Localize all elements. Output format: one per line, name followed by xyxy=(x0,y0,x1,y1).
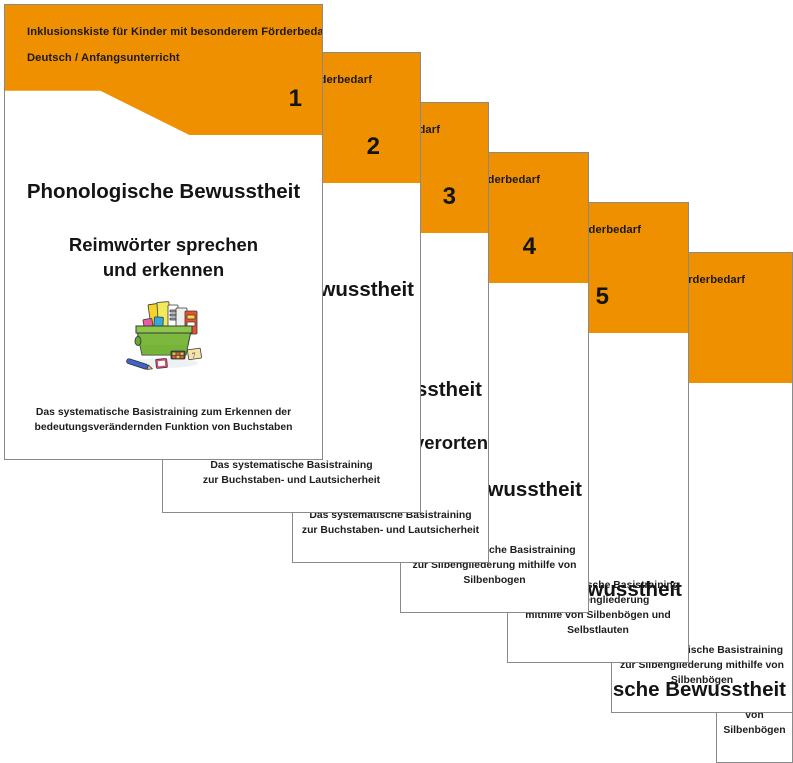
inklusionskiste-crate-illustration: 7 xyxy=(114,293,214,379)
card-5-footer-line2: mithilfe von Silbenbögen und Selbstlaute… xyxy=(525,609,671,636)
svg-text:7: 7 xyxy=(191,351,196,360)
card-4-footer-line1: Das systematische Basistraining xyxy=(413,544,576,556)
card-5-number: 5 xyxy=(595,283,609,310)
card-6-footer-line1: Das systematische Basistraining xyxy=(620,644,784,656)
card-4-footer-line2: zur Silbengliederung mithilfe von Silben… xyxy=(412,559,577,586)
card-4-footer: Das systematische Basistraining zur Silb… xyxy=(401,543,588,588)
card-2-footer: Das systematische Basistraining zur Buch… xyxy=(163,458,420,488)
card-1-subtitle: Reimwörter sprechen und erkennen xyxy=(5,233,322,283)
card-1-title: Phonologische Bewusstheit xyxy=(26,180,301,203)
card-3-footer-line2: zur Buchstaben- und Lautsicherheit xyxy=(301,524,480,536)
card-1-footer: Das systematische Basistraining zum Erke… xyxy=(5,405,322,435)
cover-card-1[interactable]: Inklusionskiste für Kinder mit besondere… xyxy=(4,4,323,460)
card-3-number: 3 xyxy=(442,183,456,210)
card-6-title: Phonologische Bewusstheit xyxy=(612,678,786,701)
card-4-number: 4 xyxy=(522,233,536,260)
card-1-series-text: Inklusionskiste für Kinder mit besondere… xyxy=(27,19,323,71)
card-3-footer-line1: Das systematische Basistraining xyxy=(309,509,472,521)
card-1-subtitle-line2: und erkennen xyxy=(102,258,225,280)
card-2-number: 2 xyxy=(366,133,380,160)
card-1-series-line1: Inklusionskiste für Kinder mit besondere… xyxy=(27,26,323,38)
card-2-footer-line1: Das systematische Basistraining xyxy=(210,459,373,471)
card-1-series-line2: Deutsch / Anfangsunterricht xyxy=(27,52,180,64)
card-5-footer: Das systematische Basistraining zur Silb… xyxy=(508,578,688,638)
card-2-footer-line2: zur Buchstaben- und Lautsicherheit xyxy=(202,474,381,486)
card-5-footer-line1: Das systematische Basistraining zur Silb… xyxy=(516,579,680,606)
card-3-footer: Das systematische Basistraining zur Buch… xyxy=(293,508,488,538)
crate-icon: 7 xyxy=(125,301,202,371)
card-1-footer-line1: Das systematische Basistraining zum Erke… xyxy=(35,406,292,418)
card-6-footer-line2: zur Silbengliederung mithilfe von Silben… xyxy=(620,659,784,686)
card-1-footer-line2: bedeutungsverändernden Funktion von Buch… xyxy=(34,421,293,433)
card-1-number: 1 xyxy=(288,85,302,112)
card-6-footer: Das systematische Basistraining zur Silb… xyxy=(612,643,792,688)
card-1-subtitle-line1: Reimwörter sprechen xyxy=(68,234,259,255)
